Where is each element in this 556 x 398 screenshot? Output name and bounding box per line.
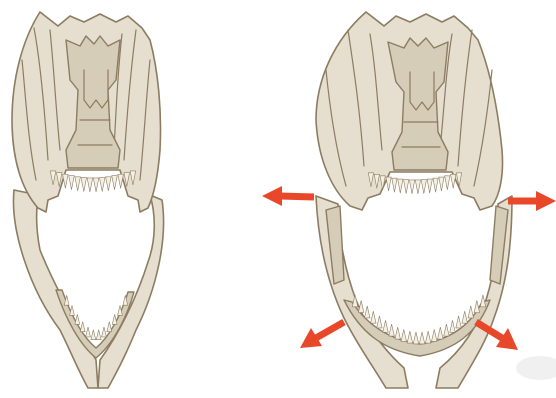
tooth — [81, 178, 87, 192]
tooth — [409, 180, 414, 194]
tooth — [444, 324, 449, 336]
tooth — [386, 177, 391, 191]
tooth — [450, 320, 455, 332]
tooth — [107, 322, 112, 332]
tooth — [371, 311, 376, 323]
tooth — [395, 327, 400, 339]
tooth — [112, 176, 118, 190]
tooth — [421, 180, 426, 194]
tooth — [415, 180, 420, 194]
tooth — [112, 314, 117, 324]
skull-closed-jaw — [12, 12, 164, 388]
arrow-lower-left — [300, 322, 344, 348]
tooth — [445, 176, 450, 190]
tooth — [75, 177, 81, 191]
tooth — [86, 327, 91, 337]
tooth — [398, 179, 403, 193]
tooth — [389, 324, 394, 336]
tooth — [456, 316, 461, 328]
shadow-blur — [516, 356, 556, 380]
tooth — [413, 332, 418, 344]
tooth — [87, 178, 93, 192]
tooth — [102, 327, 107, 337]
tooth — [404, 180, 409, 194]
tooth — [75, 314, 80, 324]
tooth — [63, 174, 69, 188]
tooth — [80, 322, 85, 332]
tooth — [69, 176, 75, 190]
tooth — [364, 306, 369, 318]
tooth — [377, 316, 382, 328]
tooth — [425, 331, 430, 343]
arrow-upper-left — [262, 186, 314, 206]
tooth — [468, 306, 473, 318]
tooth — [462, 311, 467, 323]
tooth — [438, 327, 443, 339]
tooth — [91, 330, 96, 340]
tooth — [118, 174, 124, 188]
tooth — [431, 329, 436, 341]
tooth — [93, 178, 99, 192]
tooth — [407, 331, 412, 343]
tooth — [433, 178, 438, 192]
mandible-left-closed — [13, 190, 98, 388]
tooth — [106, 177, 112, 191]
tooth — [439, 177, 444, 191]
tooth — [451, 174, 456, 188]
tooth — [383, 320, 388, 332]
tooth — [401, 329, 406, 341]
tooth — [96, 330, 101, 340]
tooth — [419, 332, 424, 344]
skull-expanded-jaw — [316, 12, 512, 388]
tooth — [99, 178, 105, 192]
tooth — [392, 178, 397, 192]
arrow-upper-right — [508, 191, 556, 211]
tooth — [427, 179, 432, 193]
